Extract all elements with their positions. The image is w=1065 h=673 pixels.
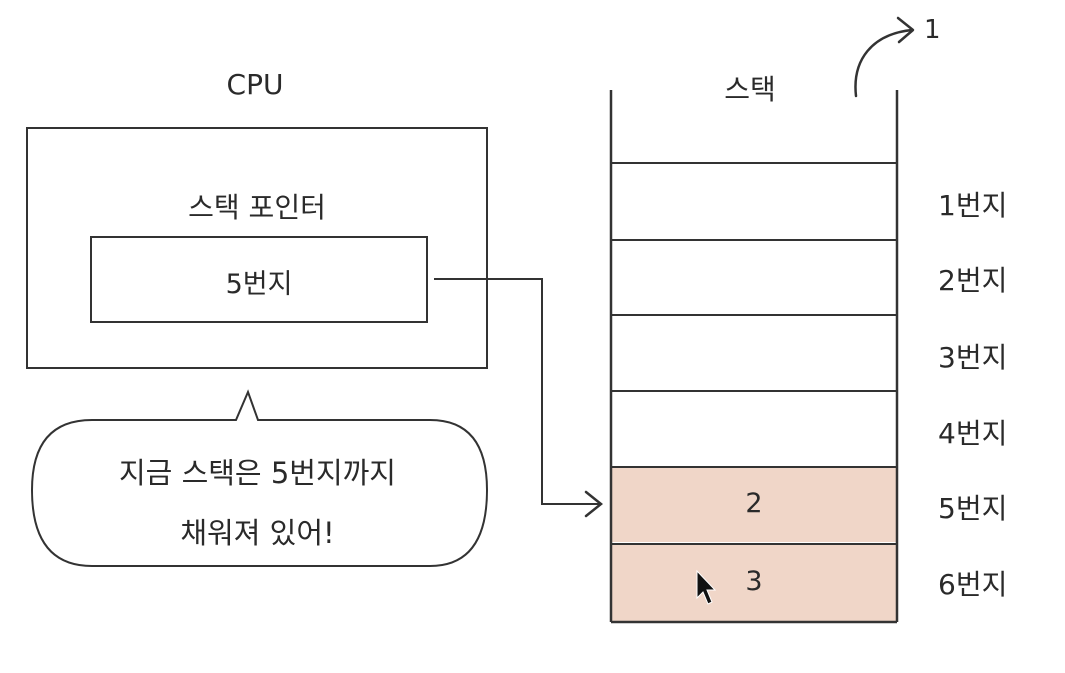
stack-address-1: 1번지 [938,189,1008,222]
speech-bubble-line-2: 채워져 있어! [180,516,335,550]
speech-bubble-outline [30,389,489,567]
cpu-title: CPU [226,68,284,101]
stack-pointer-label: 스택 포인터 [188,191,326,224]
stack-pointer-value: 5번지 [225,269,293,300]
pop-arrowhead [896,16,915,44]
stack-address-4: 4번지 [938,417,1008,450]
pop-arrow-curve [854,28,914,98]
stack-address-2: 2번지 [938,264,1008,297]
stack-pointer-box [90,236,428,323]
pointer-arrowhead [584,490,604,518]
speech-bubble-line-1: 지금 스택은 5번지까지 [118,456,396,490]
stack-cell-5-fill [612,468,896,542]
cpu-box [26,127,488,369]
pointer-arrow-line [434,278,600,505]
stack-cell-6-fill [612,545,896,622]
stack-address-5: 5번지 [938,492,1008,525]
mouse-cursor-icon [696,569,717,605]
stack-cell-6-value: 3 [745,566,763,597]
stack-address-3: 3번지 [938,341,1008,374]
stack-title: 스택 [724,73,776,106]
stack-cell-5-value: 2 [745,488,763,519]
stack-address-6: 6번지 [938,568,1008,601]
pop-indicator-label: 1 [924,15,941,45]
